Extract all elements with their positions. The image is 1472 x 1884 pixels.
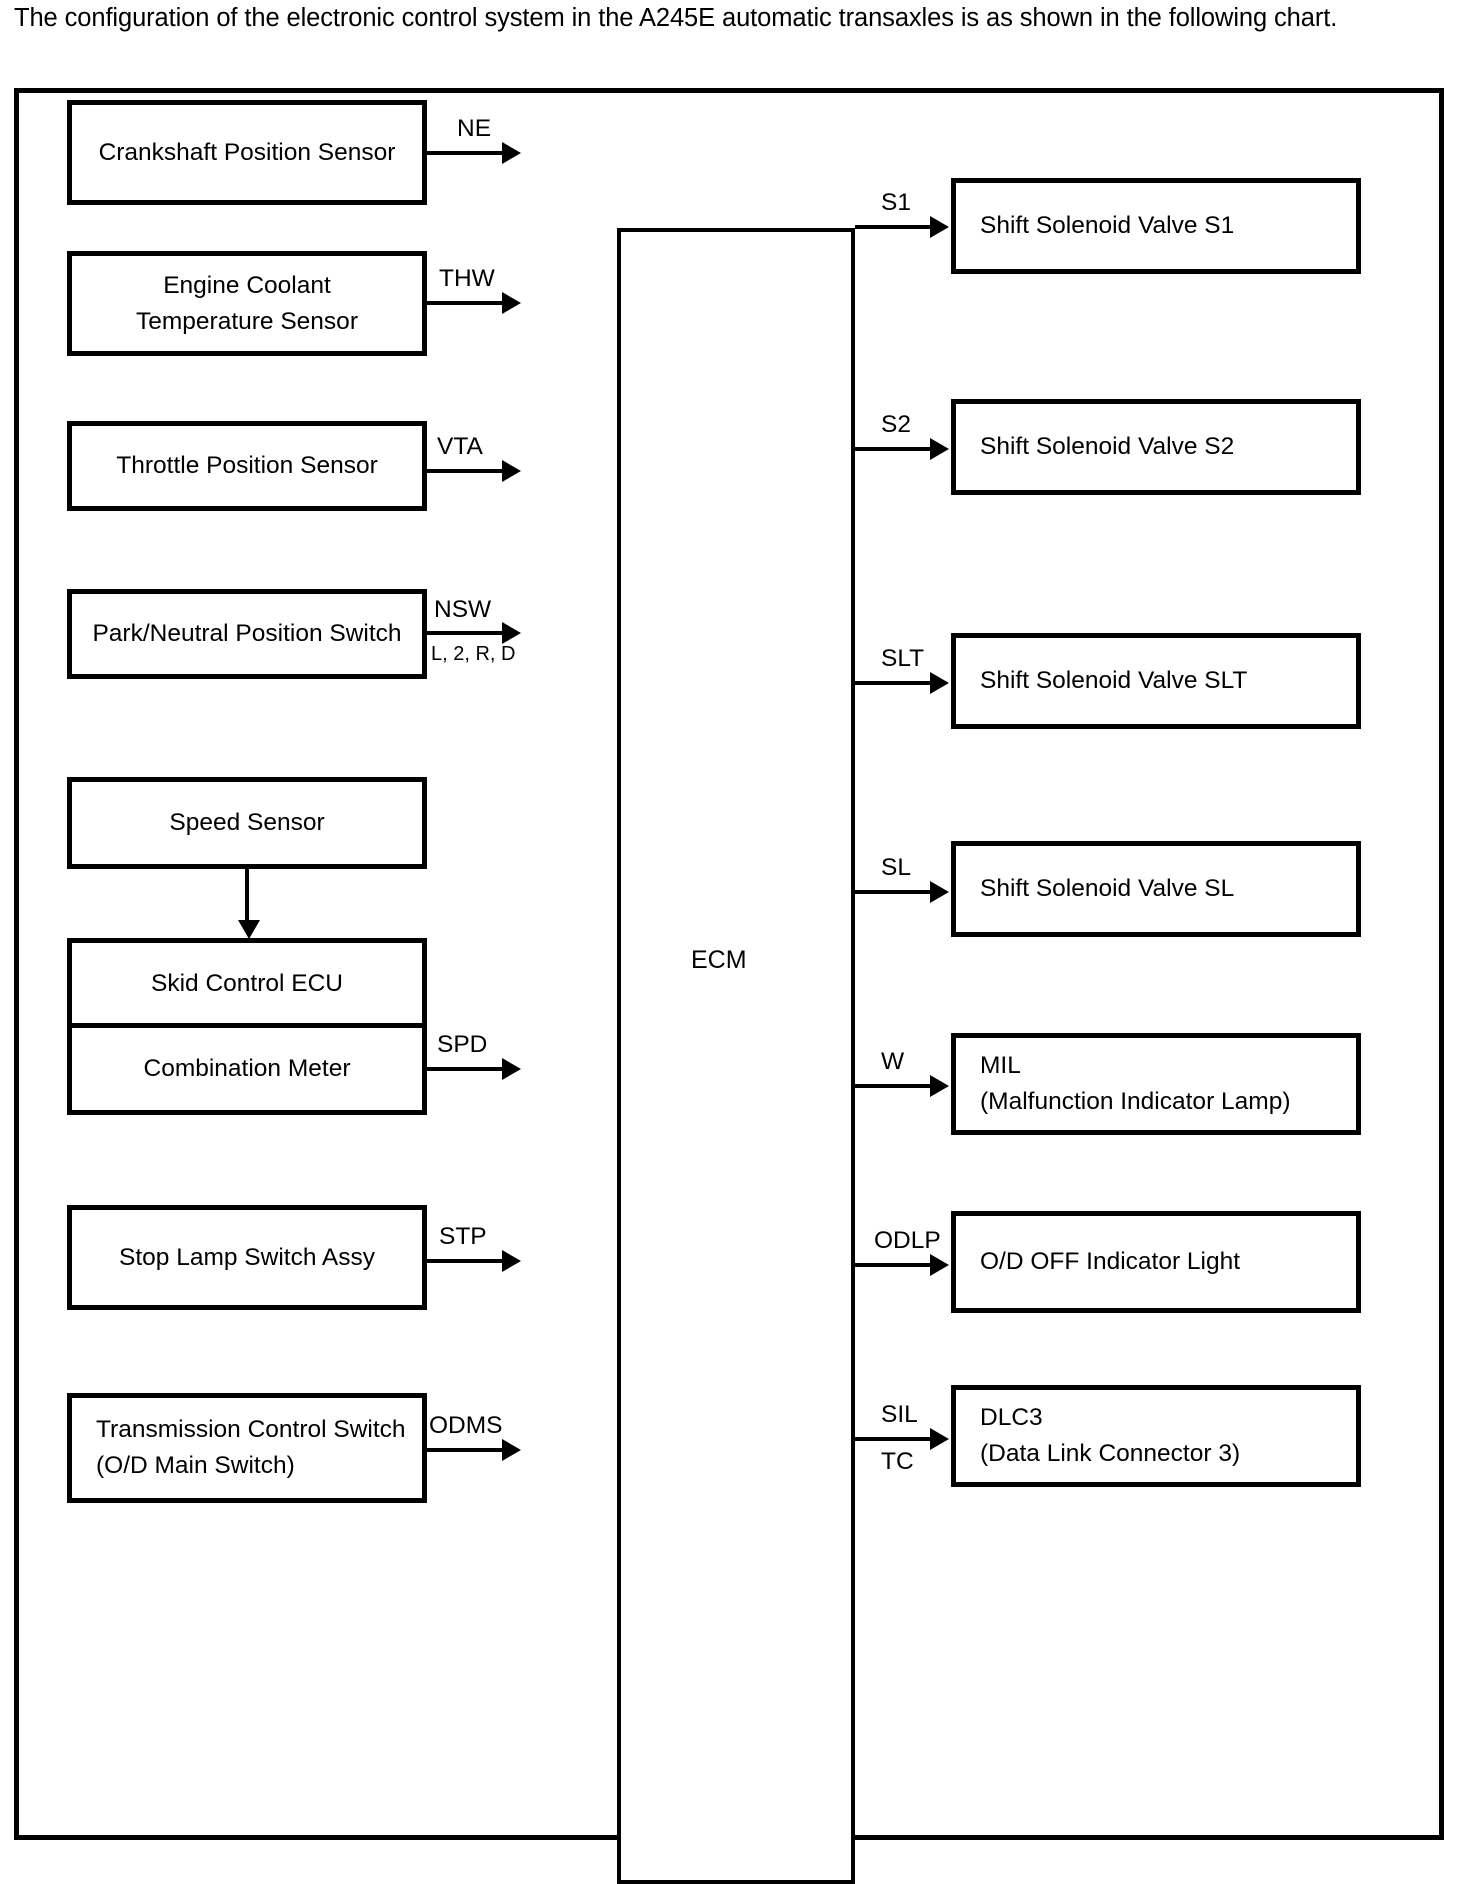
node-label: MIL (Malfunction Indicator Lamp): [980, 1052, 1291, 1115]
signal-label-tc: TC: [881, 1448, 914, 1475]
node-crankshaft-position-sensor: Crankshaft Position Sensor: [67, 100, 427, 205]
node-label: Shift Solenoid Valve S2: [980, 433, 1235, 460]
signal-label-s1: S1: [881, 189, 911, 216]
node-engine-coolant-temperature-sensor: Engine Coolant Temperature Sensor: [67, 251, 427, 356]
node-label: Shift Solenoid Valve S1: [980, 212, 1235, 239]
node-label: Shift Solenoid Valve SL: [980, 875, 1235, 902]
signal-label-s2: S2: [881, 411, 911, 438]
node-transmission-control-switch: Transmission Control Switch (O/D Main Sw…: [67, 1393, 427, 1503]
connector-sil-tc-line: [855, 1437, 933, 1441]
node-speed-sensor: Speed Sensor: [67, 777, 427, 869]
connector-slt-line: [855, 681, 933, 685]
page-caption: The configuration of the electronic cont…: [14, 4, 1338, 32]
signal-label-slt: SLT: [881, 645, 925, 672]
node-skid-control-ecu: Skid Control ECU: [67, 938, 427, 1030]
connector-s1-arrowhead: [930, 216, 949, 238]
signal-label-nsw: NSW: [434, 596, 492, 623]
connector-vta-arrowhead: [502, 460, 521, 482]
node-throttle-position-sensor: Throttle Position Sensor: [67, 421, 427, 511]
node-label: Throttle Position Sensor: [116, 452, 378, 479]
connector-odlp-line: [855, 1263, 933, 1267]
node-label: Crankshaft Position Sensor: [98, 138, 396, 166]
signal-label-spd: SPD: [437, 1031, 488, 1058]
node-label: O/D OFF Indicator Light: [980, 1248, 1241, 1275]
signal-label-vta: VTA: [437, 433, 483, 460]
node-dlc3: DLC3 (Data Link Connector 3): [951, 1385, 1361, 1487]
node-combination-meter: Combination Meter: [67, 1023, 427, 1115]
signal-label-w: W: [881, 1048, 905, 1075]
diagram-frame: Crankshaft Position Sensor NE Engine Coo…: [14, 88, 1444, 1884]
signal-label-sil: SIL: [881, 1401, 918, 1428]
node-label: Transmission Control Switch (O/D Main Sw…: [96, 1416, 406, 1479]
node-label: Skid Control ECU: [151, 970, 343, 997]
signal-label-odms: ODMS: [429, 1412, 503, 1439]
connector-w-arrowhead: [930, 1075, 949, 1097]
signal-label-sl: SL: [881, 854, 911, 881]
connector-stp-line: [427, 1259, 505, 1263]
node-label: Speed Sensor: [169, 809, 325, 836]
connector-thw-arrowhead: [502, 292, 521, 314]
connector-spd-line: [427, 1067, 505, 1071]
node-shift-solenoid-valve-sl: Shift Solenoid Valve SL: [951, 841, 1361, 937]
connector-s2-arrowhead: [930, 438, 949, 460]
node-label: Stop Lamp Switch Assy: [118, 1243, 375, 1271]
node-mil: MIL (Malfunction Indicator Lamp): [951, 1033, 1361, 1135]
signal-label-nsw-ranges: L, 2, R, D: [431, 643, 516, 665]
node-shift-solenoid-valve-s1: Shift Solenoid Valve S1: [951, 178, 1361, 274]
connector-nsw-line: [427, 631, 505, 635]
connector-ne-arrowhead: [502, 142, 521, 164]
connector-vta-line: [427, 469, 505, 473]
connector-thw-line: [427, 301, 505, 305]
connector-s2-line: [855, 447, 933, 451]
node-ecm: [617, 228, 855, 1884]
signal-label-stp: STP: [439, 1223, 487, 1250]
node-label: Engine Coolant Temperature Sensor: [136, 271, 358, 335]
connector-speed-to-skid-arrowhead: [238, 920, 260, 939]
connector-sil-tc-arrowhead: [930, 1428, 949, 1450]
connector-sl-arrowhead: [930, 881, 949, 903]
node-shift-solenoid-valve-slt: Shift Solenoid Valve SLT: [951, 633, 1361, 729]
connector-odms-arrowhead: [502, 1439, 521, 1461]
node-stop-lamp-switch-assy: Stop Lamp Switch Assy: [67, 1205, 427, 1310]
node-label: Park/Neutral Position Switch: [92, 620, 402, 647]
connector-w-line: [855, 1084, 933, 1088]
connector-odlp-arrowhead: [930, 1254, 949, 1276]
node-shift-solenoid-valve-s2: Shift Solenoid Valve S2: [951, 399, 1361, 495]
connector-nsw-arrowhead: [502, 622, 521, 644]
connector-spd-arrowhead: [502, 1058, 521, 1080]
signal-label-thw: THW: [439, 265, 495, 292]
connector-s1-line: [855, 225, 933, 229]
connector-ne-line: [427, 151, 505, 155]
connector-slt-arrowhead: [930, 672, 949, 694]
node-od-off-indicator-light: O/D OFF Indicator Light: [951, 1211, 1361, 1313]
connector-sl-line: [855, 890, 933, 894]
signal-label-ne: NE: [457, 115, 492, 142]
connector-odms-line: [427, 1448, 505, 1452]
node-label: Shift Solenoid Valve SLT: [980, 667, 1248, 694]
signal-label-odlp: ODLP: [874, 1227, 941, 1254]
connector-stp-arrowhead: [502, 1250, 521, 1272]
node-label: DLC3 (Data Link Connector 3): [980, 1404, 1241, 1467]
node-label: Combination Meter: [143, 1055, 351, 1082]
connector-speed-to-skid-line: [245, 869, 249, 927]
node-ecm-label: ECM: [691, 946, 747, 974]
node-park-neutral-position-switch: Park/Neutral Position Switch: [67, 589, 427, 679]
